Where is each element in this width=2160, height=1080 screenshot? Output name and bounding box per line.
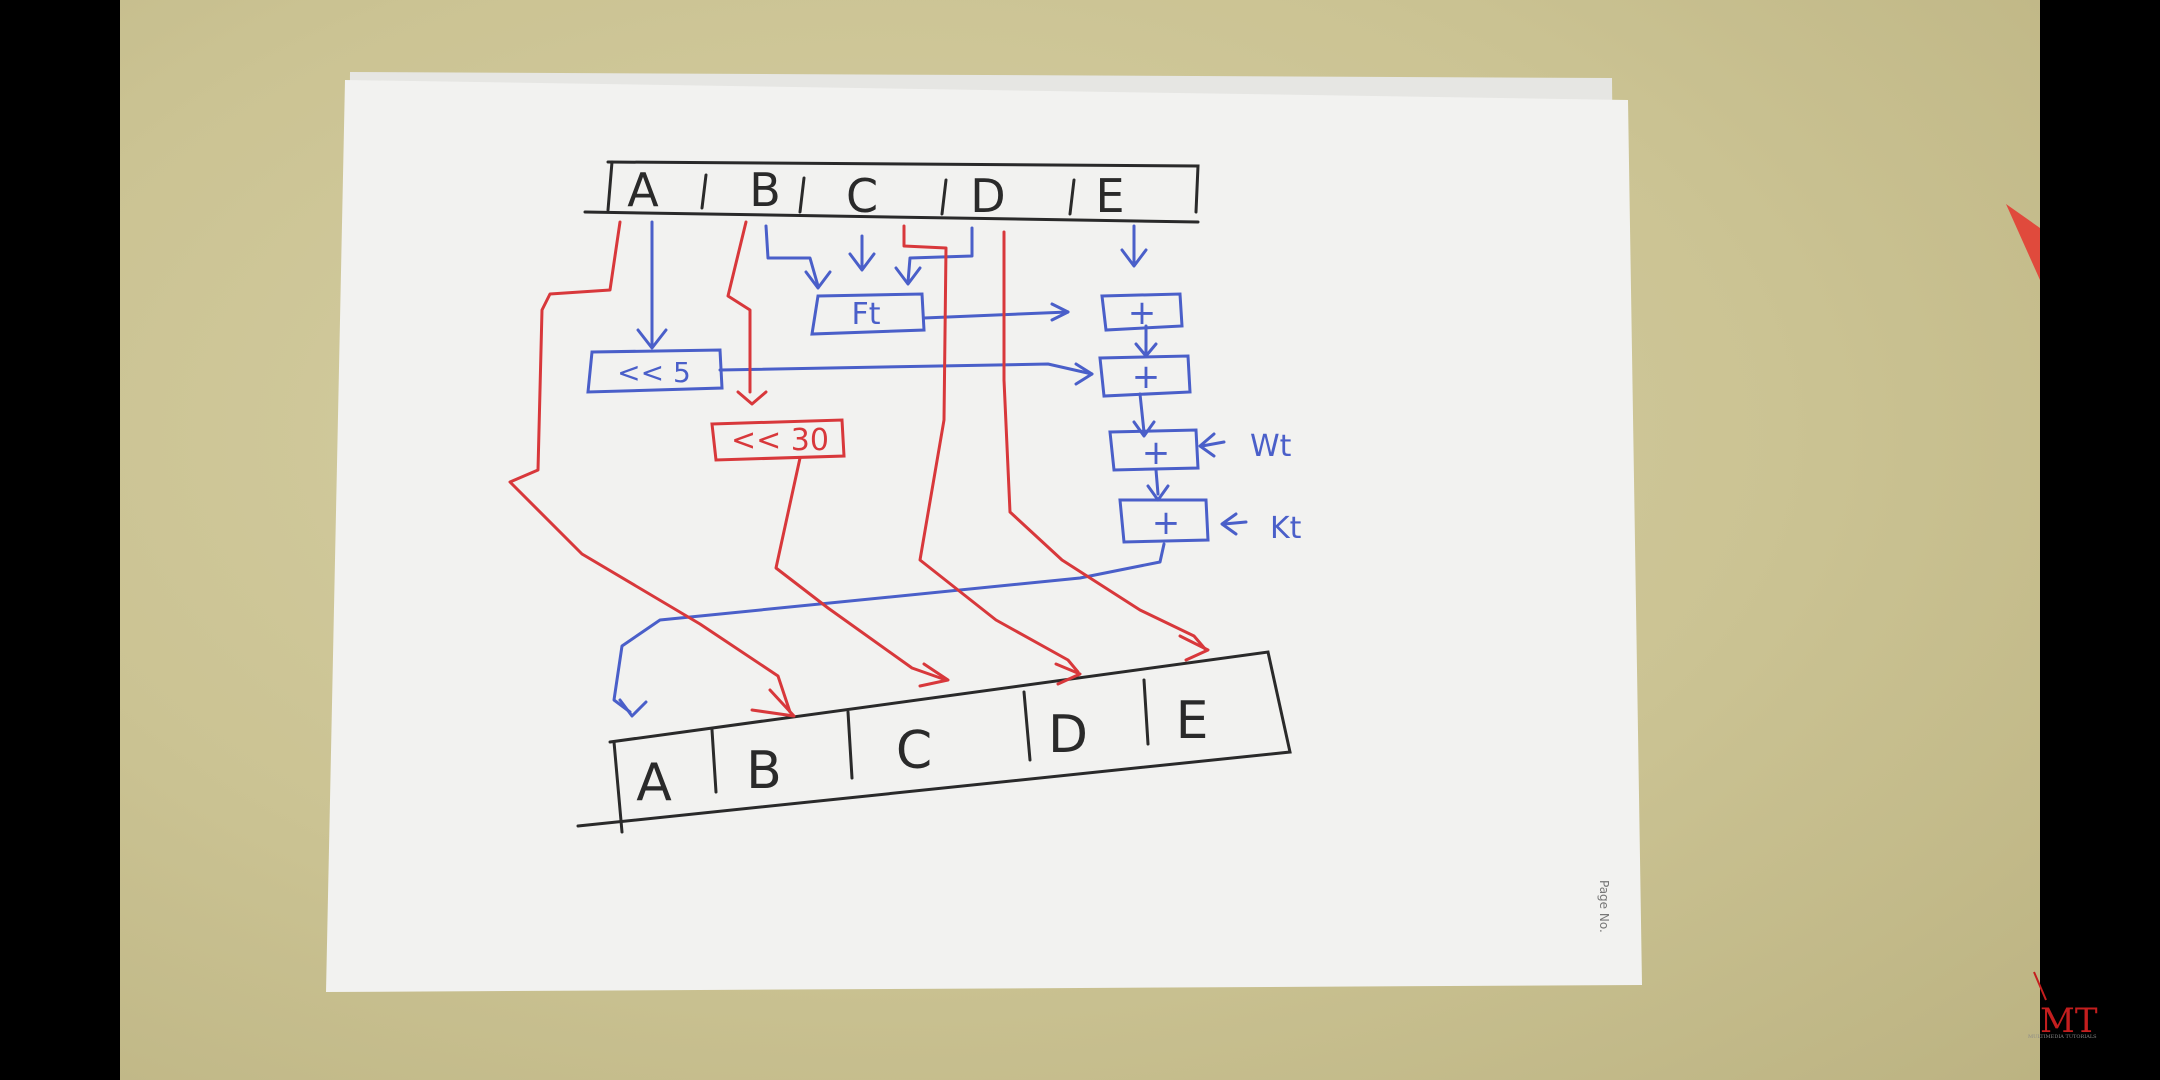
output-register-cell-d: D	[1048, 705, 1088, 765]
arrow-b-to-ft	[764, 224, 820, 288]
arrow-ft-to-adder	[922, 310, 1070, 320]
kt-input-label: Kt	[1270, 511, 1302, 546]
arrow-sum-to-output-a	[612, 542, 1166, 714]
red-pen-tip	[2006, 204, 2040, 280]
input-register-top	[606, 160, 1200, 214]
rotate-30-box	[710, 418, 846, 462]
adder-2-symbol: +	[1132, 357, 1161, 397]
output-register	[576, 650, 1292, 834]
adder-4-symbol: +	[1152, 503, 1181, 543]
wt-input-label: Wt	[1250, 429, 1292, 464]
input-register-cell-a: A	[627, 163, 659, 217]
arrow-wt	[1200, 440, 1226, 448]
rotate-5-box	[586, 348, 724, 394]
output-register-cell-a: A	[636, 753, 672, 813]
input-register-cell-e: E	[1095, 169, 1124, 223]
paper-sheet	[326, 80, 1642, 992]
arrow-rotate30-to-output-c	[774, 456, 948, 682]
adder-box-2	[1098, 354, 1192, 398]
adder-box-4	[1118, 498, 1210, 544]
ft-function-label: Ft	[851, 297, 880, 332]
output-register-cell-c: C	[896, 721, 932, 781]
input-register-cell-c: C	[846, 169, 878, 223]
adder-box-1	[1100, 292, 1184, 332]
watermark-tagline: MULTIMEDIA TUTORIALS	[2028, 1034, 2097, 1040]
input-register-bottom	[583, 210, 1200, 224]
adder-3-symbol: +	[1142, 433, 1171, 473]
arrow-a-to-output-b	[508, 220, 792, 714]
input-register	[583, 160, 1200, 224]
rotate-30-label: << 30	[731, 423, 829, 458]
adder-1-symbol: +	[1128, 293, 1157, 333]
rotate-5-label: << 5	[617, 356, 691, 389]
arrow-c-to-output-d	[902, 224, 1080, 674]
output-register-outline	[576, 650, 1292, 828]
adder-box-3	[1108, 428, 1200, 472]
page-number-label: Page No.	[1597, 880, 1611, 933]
arrow-b-to-rotate30	[726, 220, 752, 394]
watermark-logo-text: MT	[2040, 1001, 2098, 1041]
watermark-logo: MT MULTIMEDIA TUTORIALS	[2028, 971, 2098, 1041]
arrow-kt	[1222, 520, 1248, 526]
input-register-cell-d: D	[970, 169, 1005, 223]
letterbox-left	[0, 0, 120, 1080]
output-register-cell-b: B	[746, 741, 782, 801]
arrow-d-to-output-e	[1002, 230, 1208, 652]
arrow-rotate5-to-adder	[718, 362, 1094, 376]
arrow-d-to-ft	[906, 226, 974, 284]
input-register-cell-b: B	[749, 163, 781, 217]
output-register-cell-e: E	[1176, 691, 1209, 751]
letterbox-right	[2040, 0, 2160, 1080]
ft-function-box	[810, 292, 926, 336]
